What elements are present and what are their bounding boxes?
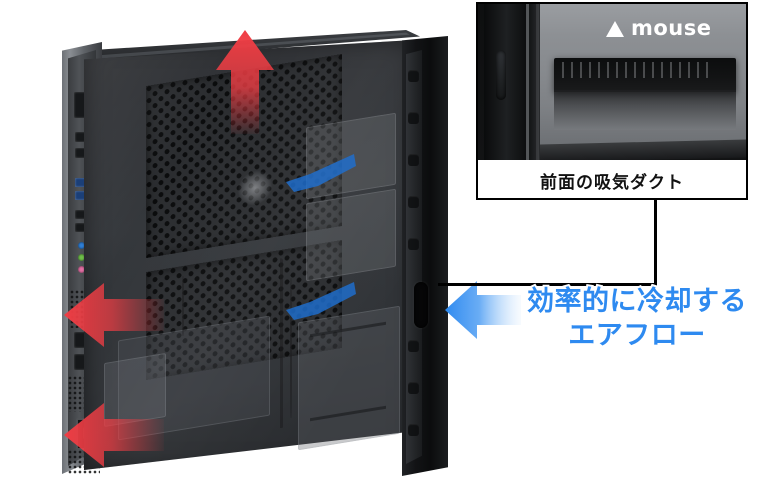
front-intake-slot xyxy=(414,282,428,328)
top-exhaust-arrow xyxy=(214,28,276,136)
internal-cable-a xyxy=(280,257,283,429)
audio-jack-line-in xyxy=(78,242,85,249)
front-panel-notch xyxy=(496,50,506,100)
bezel-slot-3 xyxy=(408,154,419,166)
bezel-slot-7 xyxy=(408,382,419,394)
mouse-triangle-mark-icon xyxy=(606,20,624,37)
callout-leader-line-horizontal xyxy=(438,283,657,286)
intake-duct-opening xyxy=(554,58,736,92)
airflow-headline-line-1: 効率的に冷却する xyxy=(525,284,749,319)
airflow-headline: 効率的に冷却する エアフロー xyxy=(517,284,757,353)
front-panel-seam-b xyxy=(536,4,539,160)
callout-caption: 前面の吸気ダクト xyxy=(540,172,684,193)
front-bezel-inner-strip xyxy=(406,50,422,464)
front-duct-callout-box: mouse 前面の吸気ダクト xyxy=(476,2,748,200)
mouse-brand-logo: mouse xyxy=(606,18,712,39)
bezel-slot-6 xyxy=(408,340,419,352)
internal-airflow-arrow-lower xyxy=(284,280,358,320)
rear-exhaust-arrow-lower xyxy=(62,400,166,470)
pc-case-photo xyxy=(62,28,452,476)
airflow-headline-line-2: エアフロー xyxy=(566,318,707,353)
rear-exhaust-arrow-upper xyxy=(62,280,166,350)
intake-duct-fins xyxy=(562,62,712,78)
bezel-slot-8 xyxy=(408,424,419,436)
internal-cable-c xyxy=(182,275,184,337)
audio-jack-mic xyxy=(78,266,85,273)
mouse-wordmark: mouse xyxy=(631,16,712,40)
callout-leader-line-vertical xyxy=(654,200,657,286)
audio-jack-line-out xyxy=(78,254,85,261)
front-panel-seam-a xyxy=(526,4,529,160)
front-duct-photo: mouse xyxy=(478,4,746,160)
bezel-slot-4 xyxy=(408,196,419,208)
intake-duct-shadow xyxy=(554,90,736,130)
internal-airflow-arrow-upper xyxy=(284,152,358,192)
bezel-slot-5 xyxy=(408,238,419,250)
front-intake-arrow xyxy=(443,278,523,342)
bezel-slot-2 xyxy=(408,112,419,124)
drive-bay-lower xyxy=(306,188,396,282)
bezel-slot-1 xyxy=(408,70,419,82)
front-panel-left-rail xyxy=(484,4,540,160)
